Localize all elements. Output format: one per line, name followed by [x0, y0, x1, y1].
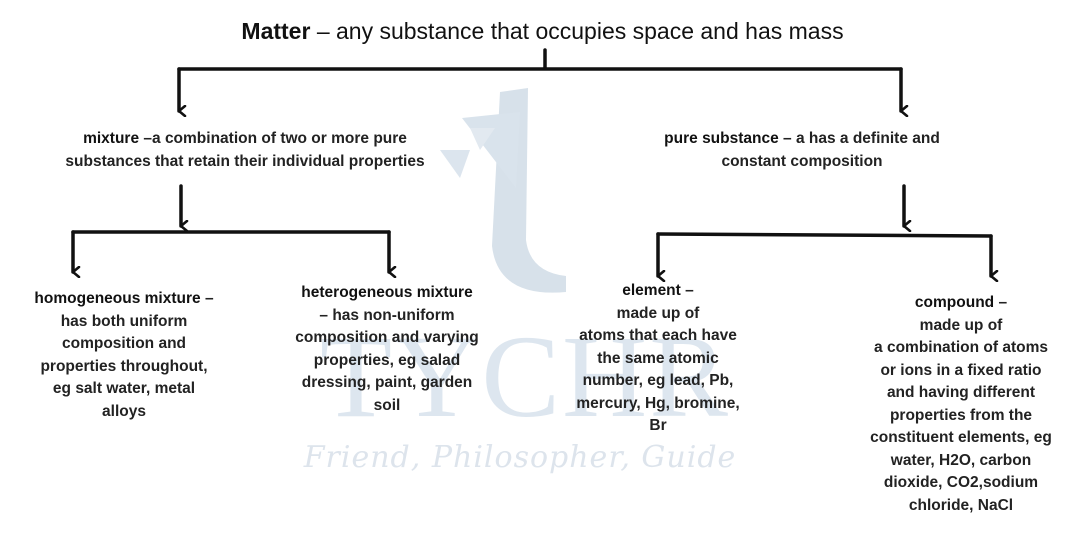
heterogeneous-line: – has non-uniform — [319, 306, 455, 324]
pure-substance-term: pure substance — [664, 130, 779, 147]
compound-line: – — [998, 294, 1008, 311]
title-term: Matter — [241, 18, 311, 44]
heterogeneous-line: soil — [373, 396, 401, 414]
compound-line: a combination of atoms — [874, 339, 1048, 356]
homogeneous-line: composition and — [62, 335, 186, 352]
pure-substance-node: pure substance – a has a definite and co… — [632, 128, 972, 173]
compound-line: and having different — [886, 384, 1036, 401]
element-node: element – made up of atoms that each hav… — [548, 280, 768, 438]
homogeneous-term: homogeneous mixture — [34, 290, 201, 307]
watermark-brand: TYCHR — [320, 311, 730, 442]
compound-line: made up of — [919, 316, 1003, 334]
heterogeneous-line: properties, eg salad — [313, 351, 461, 369]
homogeneous-line: has both uniform — [60, 312, 188, 330]
element-line: – — [685, 282, 694, 299]
compound-node: compound – made up of a combination of a… — [848, 292, 1074, 517]
compound-line: chloride, NaCl — [908, 496, 1014, 514]
heterogeneous-line: dressing, paint, garden — [301, 374, 473, 391]
heterogeneous-mixture-node: heterogeneous mixture – has non-uniform … — [272, 282, 502, 417]
compound-line: properties from the — [889, 406, 1033, 424]
homogeneous-line: eg salt water, metal — [52, 380, 196, 397]
mixture-node: mixture –a combination of two or more pu… — [20, 128, 470, 173]
homogeneous-line: – — [204, 290, 214, 307]
mixture-line: substances that retain their individual … — [65, 152, 425, 170]
heterogeneous-line: composition and varying — [295, 329, 479, 346]
element-line: mercury, Hg, bromine, — [576, 394, 740, 412]
pure-substance-line: – a has a definite and — [783, 130, 940, 147]
watermark-tagline: Friend, Philosopher, Guide — [303, 440, 737, 475]
mixture-term: mixture — [83, 130, 140, 147]
compound-term: compound — [914, 294, 995, 311]
homogeneous-line: properties throughout, — [40, 357, 208, 375]
pure-substance-line: constant composition — [721, 152, 883, 170]
compound-line: or ions in a fixed ratio — [880, 361, 1042, 379]
heterogeneous-term: heterogeneous mixture — [301, 284, 473, 301]
homogeneous-mixture-node: homogeneous mixture – has both uniform c… — [10, 288, 238, 423]
compound-line: dioxide, CO2,sodium — [883, 474, 1039, 491]
homogeneous-line: alloys — [102, 402, 146, 420]
compound-line: constituent elements, eg — [870, 429, 1052, 446]
element-line: the same atomic — [597, 349, 719, 367]
compound-line: water, H2O, carbon — [890, 451, 1032, 469]
element-term: element — [622, 282, 681, 299]
diagram-title: Matter – any substance that occupies spa… — [0, 18, 1085, 45]
title-definition: – any substance that occupies space and … — [316, 18, 844, 44]
element-line: Br — [649, 417, 667, 434]
pure-branch-bar — [656, 232, 993, 238]
element-line: made up of — [616, 304, 700, 322]
element-line: number, eg lead, Pb, — [582, 372, 734, 389]
mixture-line: –a combination of two or more pure — [143, 130, 407, 147]
element-line: atoms that each have — [579, 327, 737, 344]
